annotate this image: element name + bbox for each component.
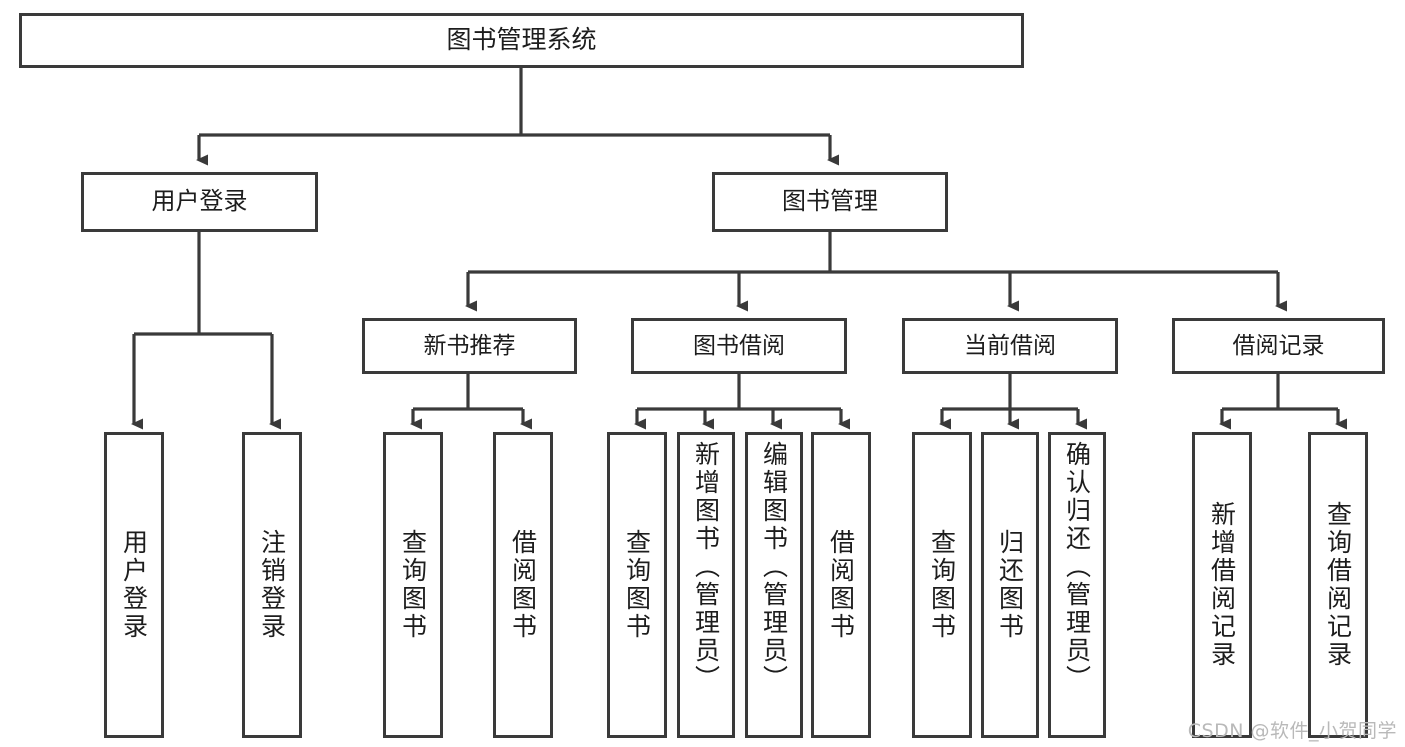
node-label: 借阅图书	[826, 529, 856, 641]
leaf-add-borrow-record[interactable]: 新增借阅记录	[1192, 432, 1252, 738]
csdn-watermark: CSDN @软件_小贺同学	[1187, 720, 1397, 742]
leaf-query-book-recommend[interactable]: 查询图书	[383, 432, 443, 738]
leaf-return-book[interactable]: 归还图书	[981, 432, 1039, 738]
leaf-logout[interactable]: 注销登录	[242, 432, 302, 738]
node-label: 编辑图书（管理员）	[759, 441, 789, 693]
leaf-add-book-admin[interactable]: 新增图书（管理员）	[677, 432, 735, 738]
node-label: 新增借阅记录	[1207, 501, 1237, 669]
node-label: 用户登录	[151, 187, 248, 216]
node-user-login[interactable]: 用户登录	[81, 172, 318, 232]
node-label: 查询借阅记录	[1323, 501, 1353, 669]
leaf-user-login[interactable]: 用户登录	[104, 432, 164, 738]
leaf-borrow-book[interactable]: 借阅图书	[811, 432, 871, 738]
node-book-management[interactable]: 图书管理	[712, 172, 948, 232]
node-label: 查询图书	[622, 529, 652, 641]
node-label: 新书推荐	[423, 332, 516, 359]
node-label: 借阅记录	[1232, 332, 1325, 359]
node-root-book-management-system[interactable]: 图书管理系统	[19, 13, 1024, 68]
node-label: 当前借阅	[964, 332, 1056, 359]
leaf-confirm-return-admin[interactable]: 确认归还（管理员）	[1048, 432, 1106, 738]
node-label: 查询图书	[398, 529, 428, 641]
node-label: 用户登录	[119, 529, 149, 641]
node-current-borrow[interactable]: 当前借阅	[902, 318, 1118, 374]
node-new-book-recommend[interactable]: 新书推荐	[362, 318, 577, 374]
node-label: 图书借阅	[693, 332, 785, 359]
leaf-query-book-current[interactable]: 查询图书	[912, 432, 972, 738]
node-label: 查询图书	[927, 529, 957, 641]
node-label: 注销登录	[257, 529, 287, 641]
leaf-edit-book-admin[interactable]: 编辑图书（管理员）	[745, 432, 803, 738]
leaf-query-borrow-record[interactable]: 查询借阅记录	[1308, 432, 1368, 738]
leaf-borrow-book-recommend[interactable]: 借阅图书	[493, 432, 553, 738]
node-label: 图书管理	[782, 187, 878, 216]
leaf-query-book-borrow[interactable]: 查询图书	[607, 432, 667, 738]
node-label: 归还图书	[995, 529, 1025, 641]
node-book-borrow[interactable]: 图书借阅	[631, 318, 847, 374]
node-label: 确认归还（管理员）	[1062, 441, 1092, 693]
node-label: 借阅图书	[508, 529, 538, 641]
node-label: 新增图书（管理员）	[691, 441, 721, 693]
node-borrow-record[interactable]: 借阅记录	[1172, 318, 1385, 374]
node-label: 图书管理系统	[446, 25, 597, 55]
